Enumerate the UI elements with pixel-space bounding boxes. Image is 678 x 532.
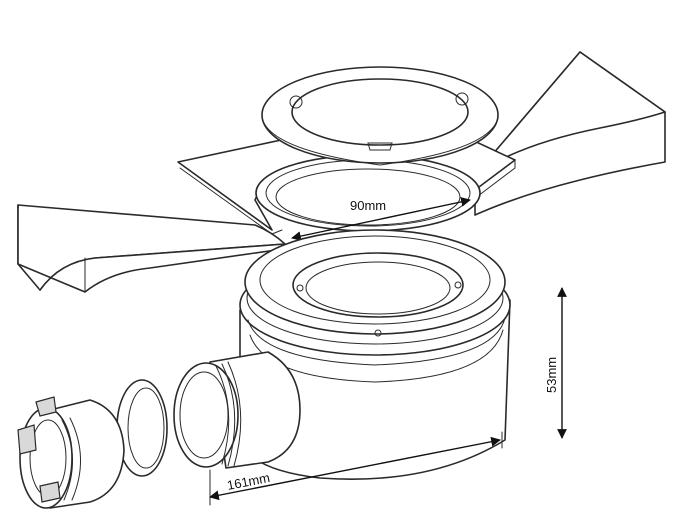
dimension-53mm: 53mm [544, 287, 567, 439]
shower-tray-left [17, 204, 291, 293]
shower-tray-right [474, 51, 666, 216]
dimension-53mm-label: 53mm [544, 357, 559, 393]
seal-ring [116, 379, 168, 477]
outlet-spigot [173, 351, 301, 469]
dimension-161mm: 161mm [209, 431, 503, 506]
clamping-ring [244, 229, 506, 337]
dimension-90mm-label: 90mm [350, 198, 386, 213]
grate-ring [261, 66, 499, 166]
dimension-90mm: 90mm [291, 197, 471, 241]
union-nut [17, 396, 125, 509]
